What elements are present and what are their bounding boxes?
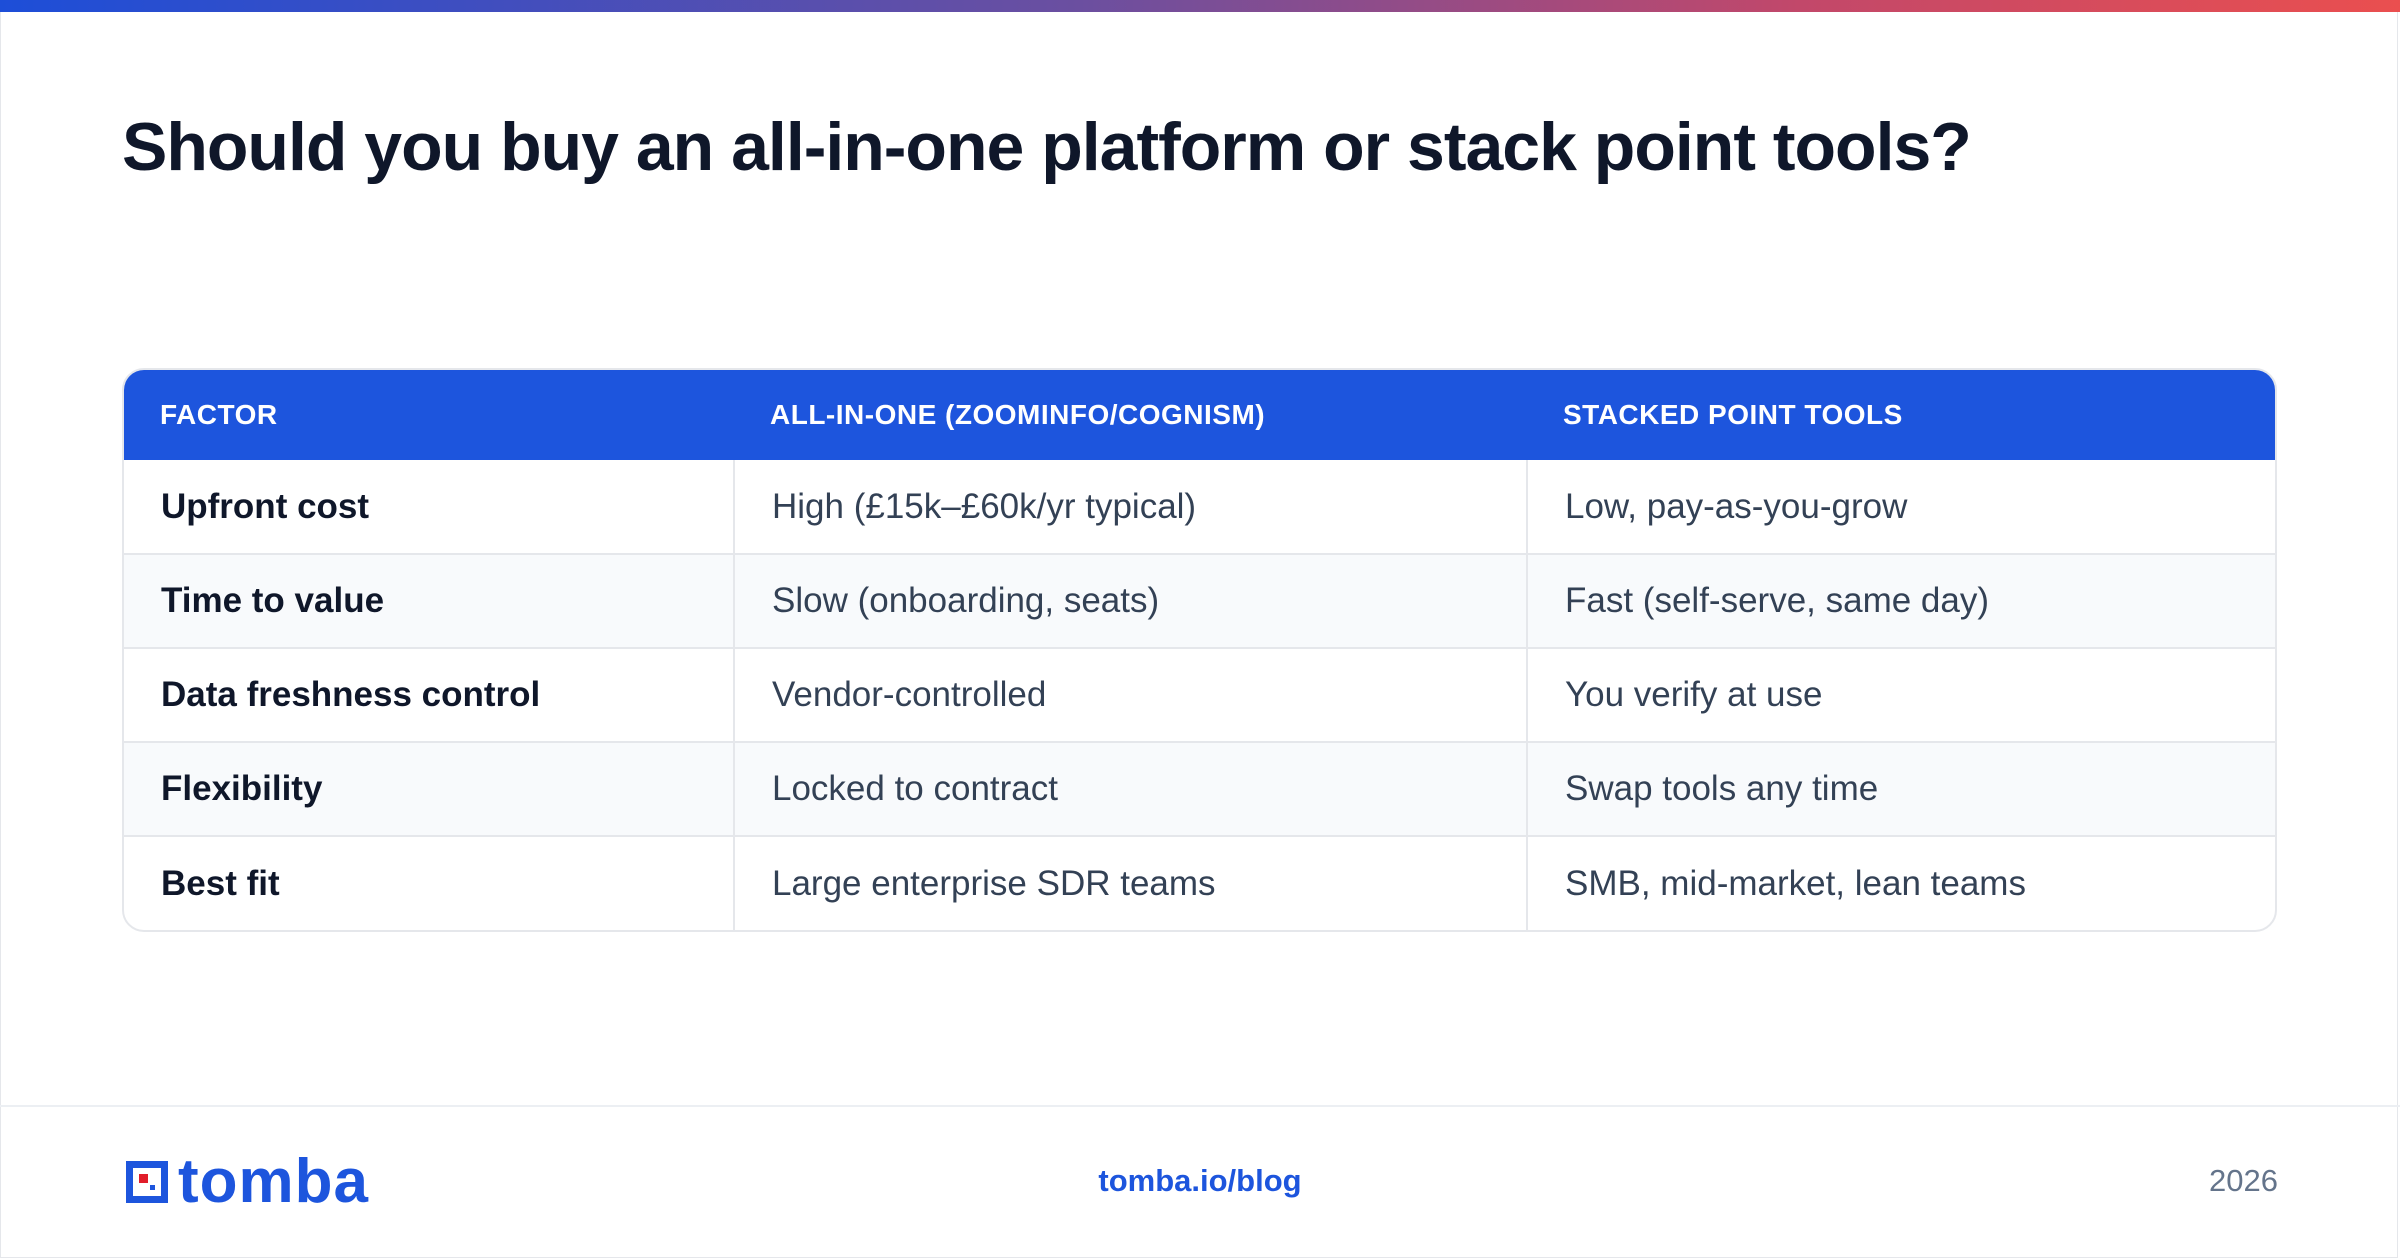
footer-divider bbox=[0, 1105, 2400, 1107]
all-in-one-cell: Vendor-controlled bbox=[733, 647, 1527, 742]
logo-wordmark: tomba bbox=[178, 1147, 369, 1216]
table-header: FACTOR ALL-IN-ONE (ZOOMINFO/COGNISM) STA… bbox=[124, 370, 2275, 460]
factor-cell: Time to value bbox=[124, 553, 734, 648]
all-in-one-cell: High (£15k–£60k/yr typical) bbox=[733, 460, 1527, 554]
table-row: Time to value Slow (onboarding, seats) F… bbox=[124, 553, 2275, 648]
stacked-tools-cell: You verify at use bbox=[1526, 647, 2275, 742]
all-in-one-cell: Locked to contract bbox=[733, 741, 1527, 836]
header-stacked-point-tools: STACKED POINT TOOLS bbox=[1563, 399, 1903, 430]
footer-year: 2026 bbox=[2209, 1163, 2278, 1198]
all-in-one-cell: Slow (onboarding, seats) bbox=[733, 553, 1527, 648]
blog-link[interactable]: tomba.io/blog bbox=[1098, 1163, 1302, 1198]
stacked-tools-cell: Fast (self-serve, same day) bbox=[1526, 553, 2275, 648]
table-row: Flexibility Locked to contract Swap tool… bbox=[124, 741, 2275, 836]
header-all-in-one: ALL-IN-ONE (ZOOMINFO/COGNISM) bbox=[770, 399, 1266, 430]
page-title: Should you buy an all-in-one platform or… bbox=[122, 109, 1972, 185]
comparison-table: FACTOR ALL-IN-ONE (ZOOMINFO/COGNISM) STA… bbox=[122, 368, 2277, 932]
table-row: Data freshness control Vendor-controlled… bbox=[124, 647, 2275, 742]
tomba-logo[interactable]: tomba bbox=[122, 1147, 369, 1216]
stacked-tools-cell: Swap tools any time bbox=[1526, 741, 2275, 836]
stacked-tools-cell: SMB, mid-market, lean teams bbox=[1526, 835, 2275, 930]
comparison-table-grid: FACTOR ALL-IN-ONE (ZOOMINFO/COGNISM) STA… bbox=[124, 370, 2275, 930]
stacked-tools-cell: Low, pay-as-you-grow bbox=[1526, 460, 2275, 554]
table-row: Upfront cost High (£15k–£60k/yr typical)… bbox=[124, 460, 2275, 554]
all-in-one-cell: Large enterprise SDR teams bbox=[733, 835, 1527, 930]
table-body: Upfront cost High (£15k–£60k/yr typical)… bbox=[124, 460, 2275, 930]
table-header-row: FACTOR ALL-IN-ONE (ZOOMINFO/COGNISM) STA… bbox=[124, 370, 2275, 460]
factor-cell: Data freshness control bbox=[124, 647, 734, 742]
factor-cell: Best fit bbox=[124, 835, 734, 930]
table-row: Best fit Large enterprise SDR teams SMB,… bbox=[124, 835, 2275, 930]
header-factor: FACTOR bbox=[160, 399, 278, 430]
top-gradient-bar bbox=[0, 0, 2400, 12]
factor-cell: Flexibility bbox=[124, 741, 734, 836]
factor-cell: Upfront cost bbox=[161, 486, 370, 526]
tomba-logo-mark-icon bbox=[126, 1161, 168, 1203]
